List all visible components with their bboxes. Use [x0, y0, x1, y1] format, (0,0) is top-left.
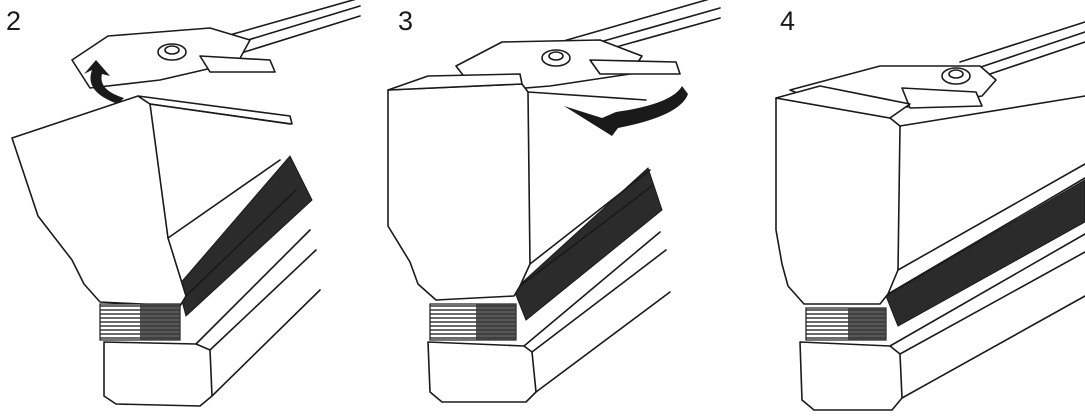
- bottom-rail: [799, 341, 903, 411]
- bottom-rail-edges: [523, 231, 671, 393]
- headrail-edges: [149, 103, 297, 297]
- bracket-clip: [199, 55, 276, 73]
- bracket-clip: [589, 59, 681, 75]
- headrail-front: [387, 83, 531, 301]
- step-number: 2: [6, 6, 22, 36]
- headrail-top: [137, 95, 293, 125]
- fabric-side: [885, 179, 1085, 327]
- bottom-rail-edges: [889, 233, 1085, 399]
- bottom-rail: [103, 341, 213, 407]
- fabric-side: [513, 167, 663, 321]
- step-2-illustration: [11, 0, 361, 407]
- step-number: 3: [398, 6, 414, 36]
- rotate-arrow-icon: [84, 60, 124, 104]
- bottom-rail: [427, 341, 537, 403]
- rotate-arrow-icon: [564, 86, 688, 136]
- step-4-illustration: [775, 21, 1085, 411]
- headrail-edges: [519, 91, 653, 287]
- bracket-clip: [901, 87, 983, 109]
- step-3-illustration: [387, 0, 721, 403]
- headrail-edges: [887, 95, 1085, 295]
- headrail-top: [775, 85, 911, 119]
- fabric-side: [177, 155, 313, 317]
- step-2-panel: 2: [0, 0, 361, 418]
- rail-lines: [959, 21, 1085, 77]
- step-3-panel: 3: [380, 0, 721, 418]
- step-4-panel: 4: [760, 0, 1085, 418]
- bottom-rail-edges: [195, 229, 321, 397]
- headrail-front: [11, 95, 187, 307]
- step-number: 4: [780, 6, 796, 36]
- headrail-top: [387, 73, 523, 91]
- headrail-front: [775, 97, 901, 305]
